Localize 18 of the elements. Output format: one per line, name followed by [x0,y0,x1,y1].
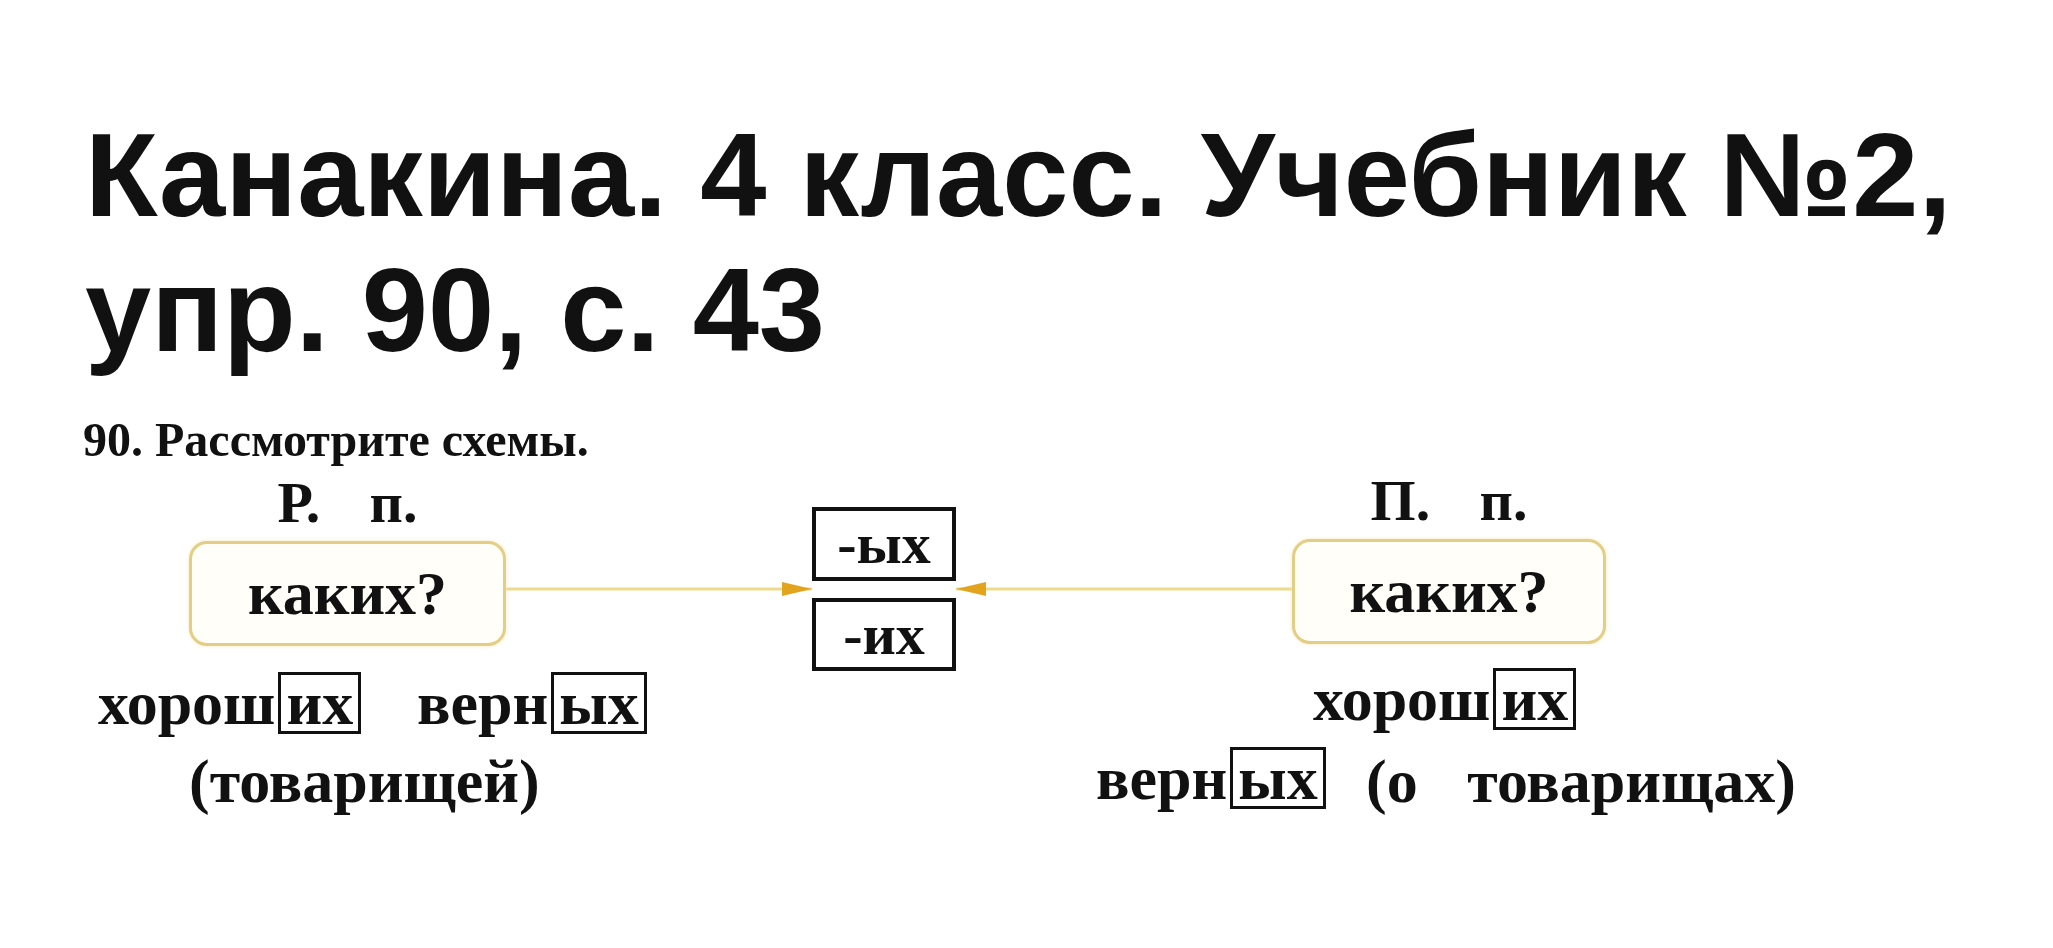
exercise-instruction: 90. Рассмотрите схемы. [83,416,589,464]
ending-box: -их [812,598,956,671]
case-label: П. п. [1370,472,1528,530]
word-stem: хорош [1313,665,1491,733]
ending-box: ых [1230,747,1326,809]
word-stem: хорош [98,669,276,737]
question-box: каких? [1292,539,1606,644]
page-title: Канакина. 4 класс. Учебник №2, упр. 90, с. 43 [85,107,1953,377]
question-box: каких? [189,541,506,646]
word-stem: верн [1096,744,1228,812]
ending-box: -ых [812,507,956,581]
arrow [956,582,1292,596]
ending-box: ых [551,672,647,734]
ending-box: их [278,672,362,734]
word-stem: верн [417,669,549,737]
ending-box: их [1493,668,1577,730]
case-label: Р. п. [277,474,418,532]
arrow [506,582,812,596]
